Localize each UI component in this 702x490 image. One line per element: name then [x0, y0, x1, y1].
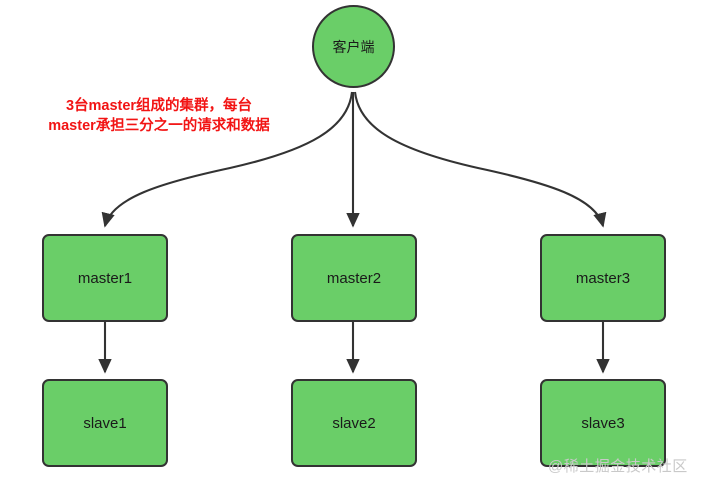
annotation-note: 3台master组成的集群，每台 master承担三分之一的请求和数据 [48, 98, 270, 134]
node-slave1[interactable]: slave1 [42, 379, 168, 467]
node-slave3-label: slave3 [581, 414, 625, 432]
node-client[interactable]: 客户端 [312, 5, 395, 88]
watermark: @稀土掘金技术社区 [548, 458, 688, 475]
node-master1[interactable]: master1 [42, 234, 168, 322]
node-master2-label: master2 [326, 269, 382, 287]
node-master3-label: master3 [575, 269, 631, 287]
node-master2[interactable]: master2 [291, 234, 417, 322]
node-client-label: 客户端 [332, 38, 375, 55]
edge-client-to-master3 [353, 91, 607, 228]
node-slave2[interactable]: slave2 [291, 379, 417, 467]
edge-client-to-master1 [101, 91, 354, 228]
node-master1-label: master1 [77, 269, 133, 287]
node-slave2-label: slave2 [332, 414, 376, 432]
node-slave1-label: slave1 [83, 414, 127, 432]
node-slave3[interactable]: slave3 [540, 379, 666, 467]
node-master3[interactable]: master3 [540, 234, 666, 322]
